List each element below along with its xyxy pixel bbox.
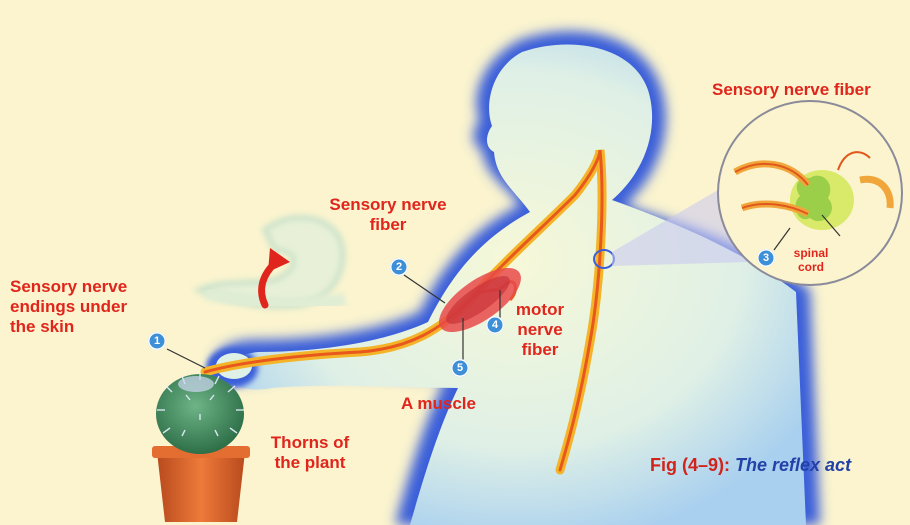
badge-2: 2 (390, 258, 408, 276)
label-sensory-nerve-fiber-top: Sensory nerve fiber (712, 80, 871, 100)
figure-number: Fig (4–9): (650, 455, 735, 475)
badge-5: 5 (451, 359, 469, 377)
badge-3: 3 (757, 249, 775, 267)
label-thorns: Thorns of the plant (264, 433, 356, 473)
badge-4: 4 (486, 316, 504, 334)
figure-title: The reflex act (735, 455, 851, 475)
figure-caption: Fig (4–9): The reflex act (650, 455, 851, 476)
label-a-muscle: A muscle (401, 394, 476, 414)
badge-1: 1 (148, 332, 166, 350)
label-spinal-cord: spinal cord (786, 246, 836, 274)
label-motor-nerve-fiber: motor nerve fiber (507, 300, 573, 360)
label-sensory-nerve-endings: Sensory nerve endings under the skin (10, 277, 127, 337)
cactus-plant (152, 372, 250, 522)
label-sensory-nerve-fiber-mid: Sensory nerve fiber (327, 195, 449, 235)
